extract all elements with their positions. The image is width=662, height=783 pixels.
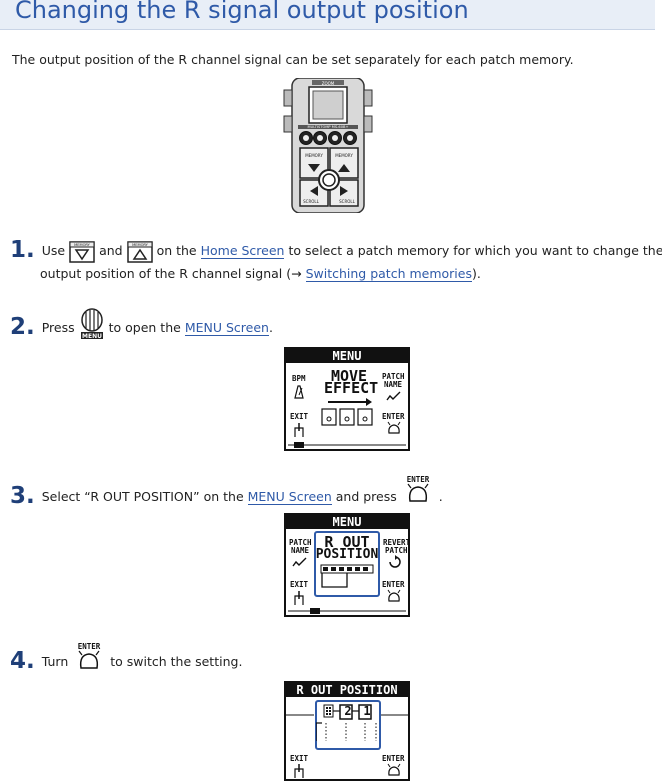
position-lines (286, 714, 408, 716)
enter-knob-icon (387, 589, 401, 602)
home-screen-link[interactable]: Home Screen (200, 243, 285, 259)
step-number: 2. (10, 314, 35, 340)
device-label-memory-down: MEMORY (305, 153, 323, 158)
svg-text:ENTER: ENTER (406, 475, 429, 484)
revert-label: REVERT (383, 538, 410, 547)
enter-knob-icon: ENTER (78, 642, 101, 669)
patch-label: PATCH (382, 372, 405, 381)
step-2: 2. Press MENU to open the MENU Screen. (10, 308, 273, 340)
step-number: 4. (10, 648, 35, 674)
memory-down-switch-icon: MEMORY (69, 240, 95, 263)
position-label: POSITION (315, 547, 379, 562)
device-brand: ZOOM (322, 81, 335, 86)
lcd-menu-rout-screen: MENU PATCH NAME R OUT POSITION REVERT PA… (284, 513, 410, 617)
pedal-illustration: MEMORY MEMORY SCROLL SCROLL ZOOM MULTIST… (283, 78, 373, 213)
scroll-bar (288, 442, 406, 448)
svg-text:MEMORY: MEMORY (132, 243, 149, 247)
patch-label: PATCH (289, 538, 312, 547)
scroll-bar (288, 608, 406, 614)
pen-icon (292, 557, 307, 567)
patch-label-right: PATCH (385, 546, 408, 555)
lcd-menu-screen: MENU BPM MOVE EFFECT PATCH NAME EXIT ENT… (284, 347, 410, 451)
exit-knob-icon (294, 423, 304, 437)
enter-knob-icon: ENTER (406, 475, 430, 502)
device-label-memory-up: MEMORY (335, 153, 353, 158)
switching-patch-memories-link[interactable]: Switching patch memories (305, 266, 472, 282)
revert-icon (389, 555, 401, 568)
enter-knob-icon (387, 421, 401, 434)
lcd-header: MENU (286, 349, 408, 363)
svg-text:ENTER: ENTER (78, 642, 101, 651)
exit-label: EXIT (290, 412, 309, 421)
selected-item-frame (314, 531, 380, 597)
name-label: NAME (384, 380, 403, 389)
device-model: MULTISTOMP MS-60B+ (308, 125, 349, 129)
enter-label: ENTER (382, 412, 405, 421)
enter-knob-icon (387, 763, 401, 776)
title-bar: Changing the R signal output position (0, 0, 655, 30)
step-4: 4. Turn ENTER to switch the setting. (10, 642, 243, 674)
exit-knob-icon (294, 764, 304, 778)
device-label-scroll-left: SCROLL (303, 199, 319, 204)
effect-label: EFFECT (324, 379, 379, 397)
svg-text:MEMORY: MEMORY (74, 243, 91, 247)
page-title: Changing the R signal output position (15, 0, 469, 24)
menu-screen-link-2[interactable]: MENU Screen (247, 489, 332, 505)
memory-up-switch-icon: MEMORY (126, 240, 153, 263)
svg-text:MENU: MENU (82, 333, 102, 340)
r-out-label: R OUT (324, 533, 370, 551)
move-label: MOVE (330, 367, 368, 385)
menu-knob-icon: MENU (80, 308, 103, 340)
position-1-label: 1 (363, 704, 371, 718)
device-label-scroll-right: SCROLL (339, 199, 355, 204)
metronome-icon (294, 385, 304, 399)
bpm-label: BPM (292, 374, 306, 383)
lcd-header: R OUT POSITION (286, 683, 408, 697)
exit-label: EXIT (290, 580, 309, 589)
step-number: 3. (10, 483, 35, 509)
position-2-label: 2 (344, 704, 352, 718)
enter-label: ENTER (382, 580, 405, 589)
exit-knob-icon (294, 591, 304, 605)
lcd-rout-position-screen: R OUT POSITION 2 1 EXIT ENTER (284, 681, 410, 781)
pen-icon (386, 391, 401, 401)
menu-screen-link[interactable]: MENU Screen (184, 320, 269, 336)
r-out-position-graphic (316, 704, 377, 741)
lcd-header: MENU (286, 515, 408, 529)
enter-label: ENTER (382, 754, 405, 763)
name-label: NAME (291, 546, 310, 555)
step-1: 1. Use MEMORY and MEMORY on the Home Scr… (10, 237, 662, 282)
step-number: 1. (10, 237, 35, 263)
step-1-line-2: output position of the R channel signal … (40, 266, 481, 282)
exit-label: EXIT (290, 754, 309, 763)
move-effect-graphic (321, 398, 373, 426)
step-3: 3. Select “R OUT POSITION” on the MENU S… (10, 475, 443, 509)
intro-text: The output position of the R channel sig… (12, 52, 574, 67)
r-out-graphic (320, 564, 374, 588)
